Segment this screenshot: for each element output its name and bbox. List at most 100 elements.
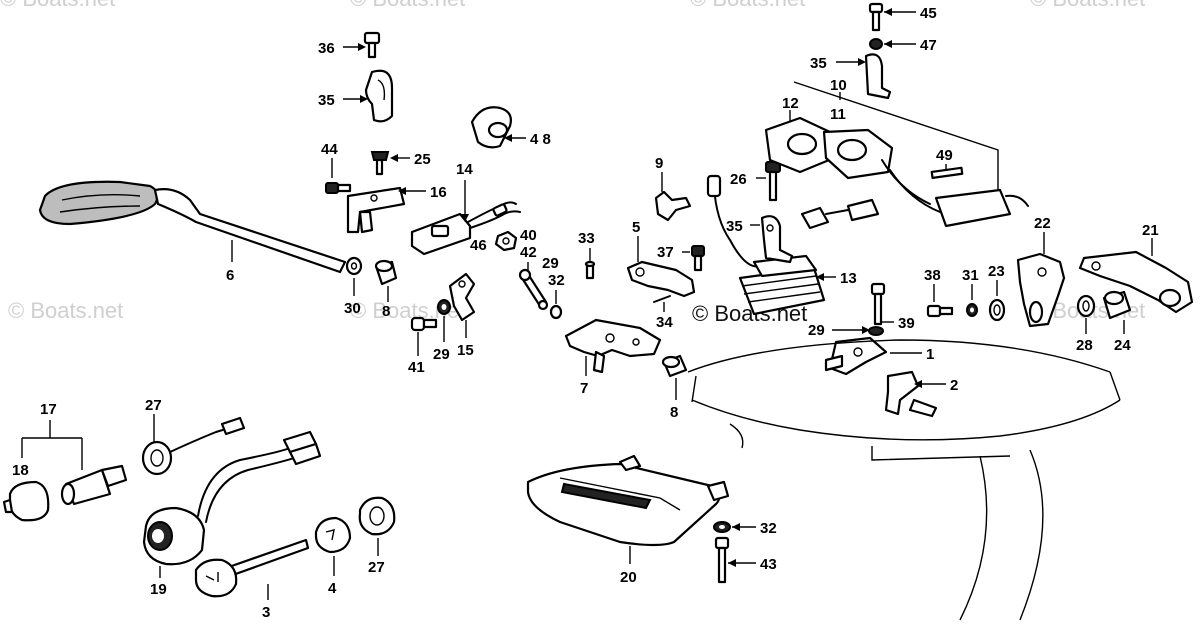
part-8-bushing-left (374, 259, 398, 286)
part-48-cap (470, 106, 512, 149)
part-46-nut (494, 230, 518, 252)
part-39-bolt (870, 282, 886, 326)
callout-44: 44 (321, 141, 338, 158)
callout-46: 46 (470, 237, 487, 254)
part-44-screw (325, 182, 352, 194)
engine-cover-outline (687, 339, 1121, 621)
part-13-rectifier (706, 174, 826, 316)
callout-3: 3 (262, 604, 270, 621)
callout-16: 16 (430, 184, 447, 201)
callout-4: 4 (328, 580, 337, 597)
callout-35-top: 35 (318, 92, 335, 109)
callout-9: 9 (655, 155, 663, 172)
part-17-lamp (60, 464, 128, 506)
callout-35-mid: 35 (726, 218, 743, 235)
part-47-washer (869, 38, 883, 50)
callout-35-right: 35 (810, 55, 827, 72)
watermark-top-4: © Boats.net (1030, 0, 1145, 11)
callout-31: 31 (962, 267, 979, 284)
callout-42: 42 (520, 244, 537, 261)
callout-41: 41 (408, 359, 425, 376)
part-32-washer-bottom (713, 521, 731, 533)
part-29-washer-left (437, 299, 451, 315)
callout-29-right: 29 (808, 322, 825, 339)
callout-34: 34 (656, 314, 673, 331)
part-27-grommet-top (141, 416, 246, 476)
callout-13: 13 (840, 270, 857, 287)
callout-38: 38 (924, 267, 941, 284)
part-36-bolt (363, 31, 381, 59)
part-22-lever (1016, 252, 1066, 328)
part-7-cam (564, 318, 662, 374)
callout-26: 26 (730, 171, 747, 188)
callout-19: 19 (150, 581, 167, 598)
part-6-tiller-handle (38, 180, 347, 274)
part-29-washer-right (868, 326, 884, 336)
part-33-pin (584, 260, 596, 280)
part-49-pin (930, 166, 964, 180)
watermark-top-3: © Boats.net (690, 0, 805, 11)
part-12-11-10-switch-box (764, 81, 1029, 230)
callout-17: 17 (40, 401, 57, 418)
callout-14: 14 (456, 161, 473, 178)
callout-8-left: 8 (382, 303, 390, 320)
part-25-screw (370, 151, 390, 176)
part-27-grommet-bottom (358, 496, 396, 536)
callout-49: 49 (936, 147, 953, 164)
part-28-washer (1076, 294, 1096, 318)
callout-32-mid: 32 (548, 272, 565, 289)
watermark-top-2: © Boats.net (350, 0, 465, 11)
part-16-bracket (346, 186, 406, 234)
callout-33: 33 (578, 230, 595, 247)
callout-37: 37 (657, 244, 674, 261)
callout-24: 24 (1114, 337, 1131, 354)
callout-6: 6 (226, 267, 234, 284)
callout-8-mid: 8 (670, 404, 678, 421)
part-34-clip (653, 295, 671, 303)
part-37-screw (691, 245, 705, 272)
part-40-42-link (518, 268, 549, 311)
part-35-clamp-upper (364, 69, 394, 123)
callout-36: 36 (318, 40, 335, 57)
callout-21: 21 (1142, 222, 1159, 239)
callout-10: 10 (830, 77, 847, 94)
callout-39: 39 (898, 315, 915, 332)
callout-27-top: 27 (145, 397, 162, 414)
callout-29-mid: 29 (542, 255, 559, 272)
callout-15: 15 (457, 342, 474, 359)
part-43-bolt (714, 536, 730, 584)
callout-12: 12 (782, 95, 799, 112)
callout-45: 45 (920, 5, 937, 22)
part-19-switch (142, 430, 322, 566)
part-18-cap (2, 480, 50, 522)
part-32-washer-mid (549, 304, 563, 320)
part-5-bracket (626, 260, 696, 298)
part-41-bolt (410, 316, 438, 332)
part-20-carry-handle (526, 454, 730, 547)
callout-30: 30 (344, 300, 361, 317)
part-4-nut (314, 516, 352, 554)
watermark-mid-left: © Boats.net (8, 298, 123, 323)
callout-43: 43 (760, 556, 777, 573)
callout-40: 40 (520, 227, 537, 244)
part-3-knob (194, 538, 310, 598)
part-31-washer (966, 303, 978, 317)
part-8-bushing-mid (661, 354, 688, 378)
callout-25: 25 (414, 151, 431, 168)
part-1-bracket (824, 336, 888, 376)
part-14-switch (410, 201, 521, 256)
part-24-bushing (1102, 290, 1132, 320)
part-15-lever (448, 272, 476, 322)
part-35-clamp-top-right (864, 53, 892, 100)
callout-28: 28 (1076, 337, 1093, 354)
callout-18: 18 (12, 462, 29, 479)
callout-1: 1 (926, 346, 934, 363)
watermark-top-1: © Boats.net (0, 0, 115, 11)
callout-20: 20 (620, 569, 637, 586)
callout-27-bottom: 27 (368, 559, 385, 576)
part-26-bolt (765, 161, 781, 202)
part-9-clip (654, 190, 692, 222)
callout-7: 7 (580, 380, 588, 397)
